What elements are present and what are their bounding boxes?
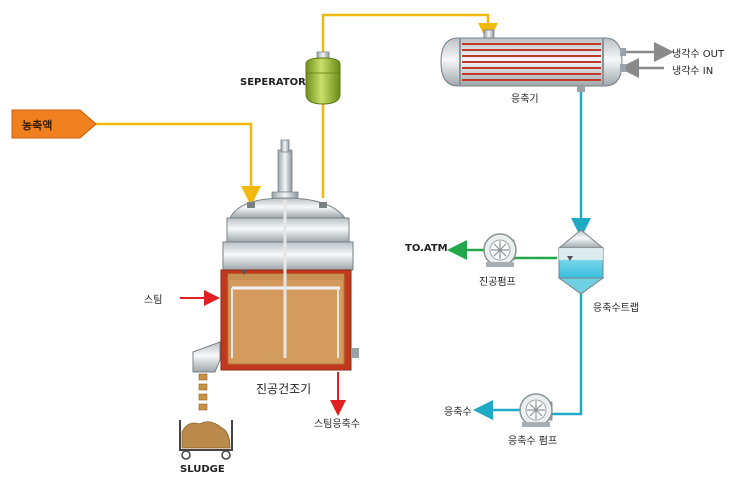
condenser-vessel: [440, 29, 626, 92]
condensate-pump-label: 응축수 펌프: [508, 436, 558, 447]
separator-vessel: [305, 51, 341, 105]
steam-arrows: [180, 290, 346, 416]
separator-label: SEPERATOR: [240, 77, 306, 88]
cooling-lines: [619, 42, 674, 78]
condensate-pump: [519, 393, 553, 427]
feed-label: 농축액: [22, 119, 53, 132]
vacuum-dryer: [192, 139, 359, 373]
steam-label: 스팀: [144, 295, 163, 306]
feed-line: [95, 122, 261, 206]
to-atm-label: TO.ATM: [405, 243, 448, 254]
sludge-label: SLUDGE: [180, 464, 225, 475]
vacuum-pump-label: 진공펌프: [479, 277, 516, 288]
cooling-out-label: 냉각수 OUT: [672, 49, 725, 60]
cooling-in-label: 냉각수 IN: [672, 66, 714, 77]
vacuum-lines: [447, 240, 557, 260]
vacuum-pump: [483, 233, 517, 267]
steam-condensate-label: 스팀응축수: [314, 419, 360, 430]
sludge-cart: [179, 420, 233, 460]
condensate-label: 응축수: [444, 407, 472, 418]
condenser-label: 응축기: [511, 94, 539, 105]
condensate-trap-label: 응축수트랩: [593, 303, 639, 314]
separator-to-condenser-line: [321, 13, 498, 57]
sludge-drops: [198, 373, 208, 411]
condensate-lines: [473, 86, 591, 420]
condensate-trap: [557, 229, 605, 295]
vapor-lines: [95, 13, 498, 206]
dryer-label: 진공건조기: [256, 382, 312, 396]
feed-tag: [11, 109, 97, 139]
trap-to-pump-line: [551, 292, 583, 416]
